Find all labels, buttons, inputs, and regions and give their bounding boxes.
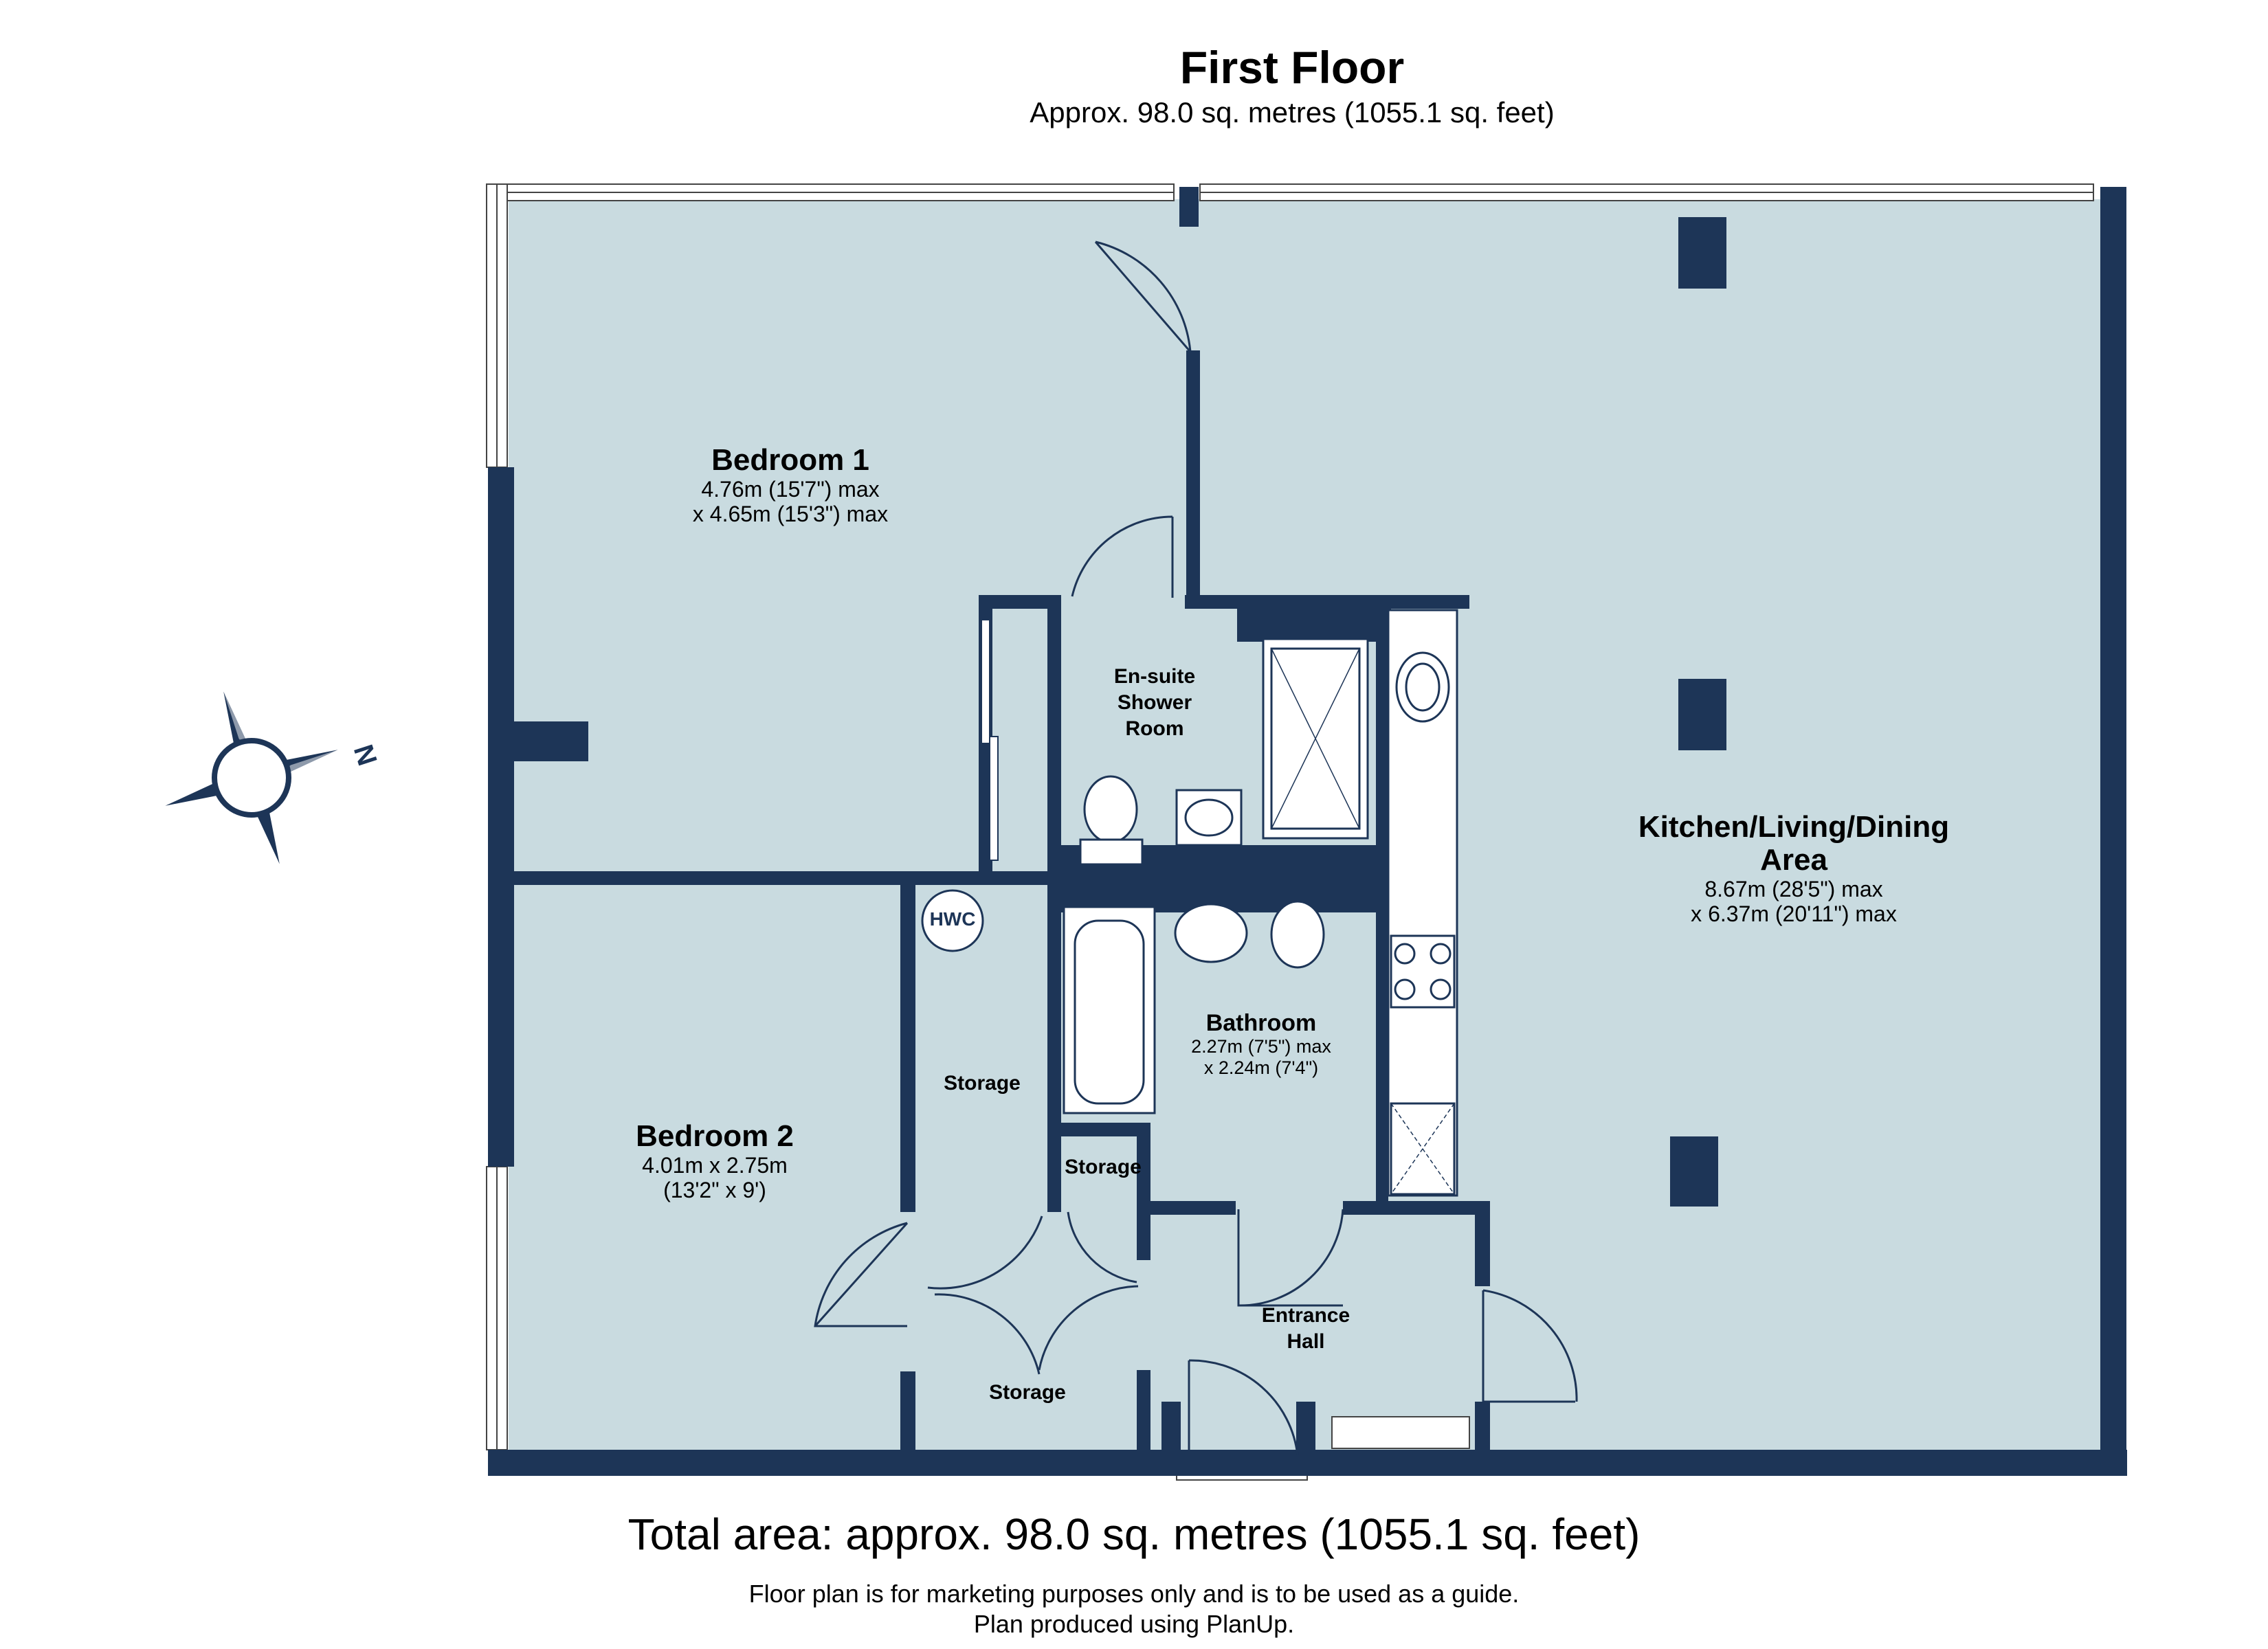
room-name-ensuite-line2: Shower [1117, 691, 1192, 714]
wall-bath-bottom [1150, 1201, 1236, 1215]
room-dim-kitchen-width: 8.67m (28'5") max [1704, 877, 1883, 901]
wall-storage-bottom-divider [1137, 1370, 1150, 1457]
room-name-ensuite-line1: En-suite [1113, 665, 1196, 688]
wall-small-storage [1047, 1123, 1150, 1136]
room-name-storage-bottom: Storage [989, 1381, 1066, 1404]
wall-bedroom1-stub [514, 721, 588, 761]
room-label-kitchen: Kitchen/Living/Dining Area 8.67m (28'5")… [1553, 810, 2034, 927]
window-hall [1331, 1416, 1470, 1449]
room-dim-bedroom1-width: 4.76m (15'7") max [701, 477, 880, 502]
door-storage-right [1038, 1285, 1139, 1371]
wall-left-upper [488, 467, 514, 1167]
room-name-entrance-line2: Hall [1287, 1330, 1325, 1353]
wall-bed2-right-upper [900, 885, 915, 1212]
room-label-bathroom: Bathroom 2.27m (7'5") max x 2.24m (7'4") [1161, 1010, 1361, 1079]
wall-right [2100, 187, 2126, 1476]
room-label-entrance: Entrance Hall [1237, 1303, 1375, 1355]
door-bedroom2 [814, 1222, 909, 1327]
bath-toilet [1270, 900, 1325, 969]
pillar-bottom [1670, 1136, 1718, 1207]
room-name-storage-small: Storage [1065, 1156, 1142, 1178]
compass-ring [212, 738, 291, 818]
room-name-entrance-line1: Entrance [1261, 1304, 1350, 1327]
wall-top-divider [1179, 187, 1199, 227]
wall-bed1-kitchen-upper [1186, 350, 1200, 603]
room-dim-kitchen-depth: x 6.37m (20'11") max [1691, 901, 1897, 926]
walls [488, 187, 2127, 1476]
disclaimer-line2: Plan produced using PlanUp. [973, 1610, 1295, 1638]
total-area: Total area: approx. 98.0 sq. metres (105… [627, 1510, 1641, 1559]
closet-doors [981, 619, 999, 861]
door-bedroom1 [1094, 240, 1192, 352]
door-small-storage [1067, 1211, 1137, 1283]
pillar-middle [1678, 679, 1726, 750]
room-name-bedroom1: Bedroom 1 [711, 443, 869, 477]
room-label-ensuite: En-suite Shower Room [1072, 664, 1237, 742]
wall-kitchen-lower [1376, 907, 1388, 1202]
room-name-bedroom2: Bedroom 2 [636, 1119, 794, 1153]
wall-ensuite-block [1237, 607, 1386, 642]
wall-hall-right [1343, 1201, 1489, 1215]
fixtures [921, 609, 1458, 1197]
door-bath [1237, 1209, 1344, 1307]
hwc-label: HWC [929, 908, 976, 930]
compass [165, 691, 338, 864]
room-label-bedroom2: Bedroom 2 4.01m x 2.75m (13'2" x 9') [570, 1119, 859, 1203]
room-dim-bathroom-width: 2.27m (7'5") max [1191, 1036, 1331, 1057]
page-title: First Floor [1179, 42, 1405, 93]
room-dim-bedroom2-imperial: (13'2" x 9') [663, 1178, 766, 1202]
disclaimer-line1: Floor plan is for marketing purposes onl… [748, 1580, 1520, 1608]
wall-bed2-right-lower [900, 1371, 915, 1450]
door-storage-left2 [934, 1293, 1041, 1375]
ensuite-toilet [1083, 775, 1138, 844]
hwc-cylinder [921, 889, 984, 952]
room-name-kitchen-line2: Area [1760, 843, 1827, 877]
room-dim-bedroom1-depth: x 4.65m (15'3") max [692, 502, 889, 526]
pillar-top [1678, 217, 1726, 289]
windows [486, 183, 2094, 1481]
door-ensuite [1071, 515, 1174, 598]
wall-hall-vert [1475, 1201, 1490, 1286]
bath-basin [1174, 903, 1248, 963]
wall-hall-bottom-right [1475, 1402, 1490, 1457]
page-subtitle: Approx. 98.0 sq. metres (1055.1 sq. feet… [1030, 96, 1555, 128]
wall-ensuite-top-left [979, 595, 1058, 609]
doors [814, 240, 1578, 1456]
room-name-ensuite-line3: Room [1125, 717, 1184, 740]
wall-storage-right [1047, 912, 1061, 1212]
door-front [1188, 1359, 1299, 1456]
wall-ensuite-top [1185, 595, 1469, 609]
room-dim-bedroom2-size: 4.01m x 2.75m [642, 1153, 788, 1178]
door-storage-left [927, 1215, 1043, 1290]
wall-small-storage-right [1137, 1123, 1150, 1260]
room-name-storage-hall: Storage [944, 1072, 1021, 1095]
room-name-bathroom: Bathroom [1205, 1010, 1317, 1036]
wall-front-left [1161, 1402, 1181, 1457]
door-kitchen [1482, 1289, 1578, 1403]
wall-bed1-bed2 [514, 871, 1054, 885]
room-label-bedroom1: Bedroom 1 4.76m (15'7") max x 4.65m (15'… [619, 443, 962, 527]
room-name-kitchen-line1: Kitchen/Living/Dining [1638, 810, 1950, 844]
room-dim-bathroom-depth: x 2.24m (7'4") [1203, 1057, 1319, 1078]
wall-front-right [1296, 1402, 1315, 1457]
wall-closet-right [1047, 595, 1061, 912]
